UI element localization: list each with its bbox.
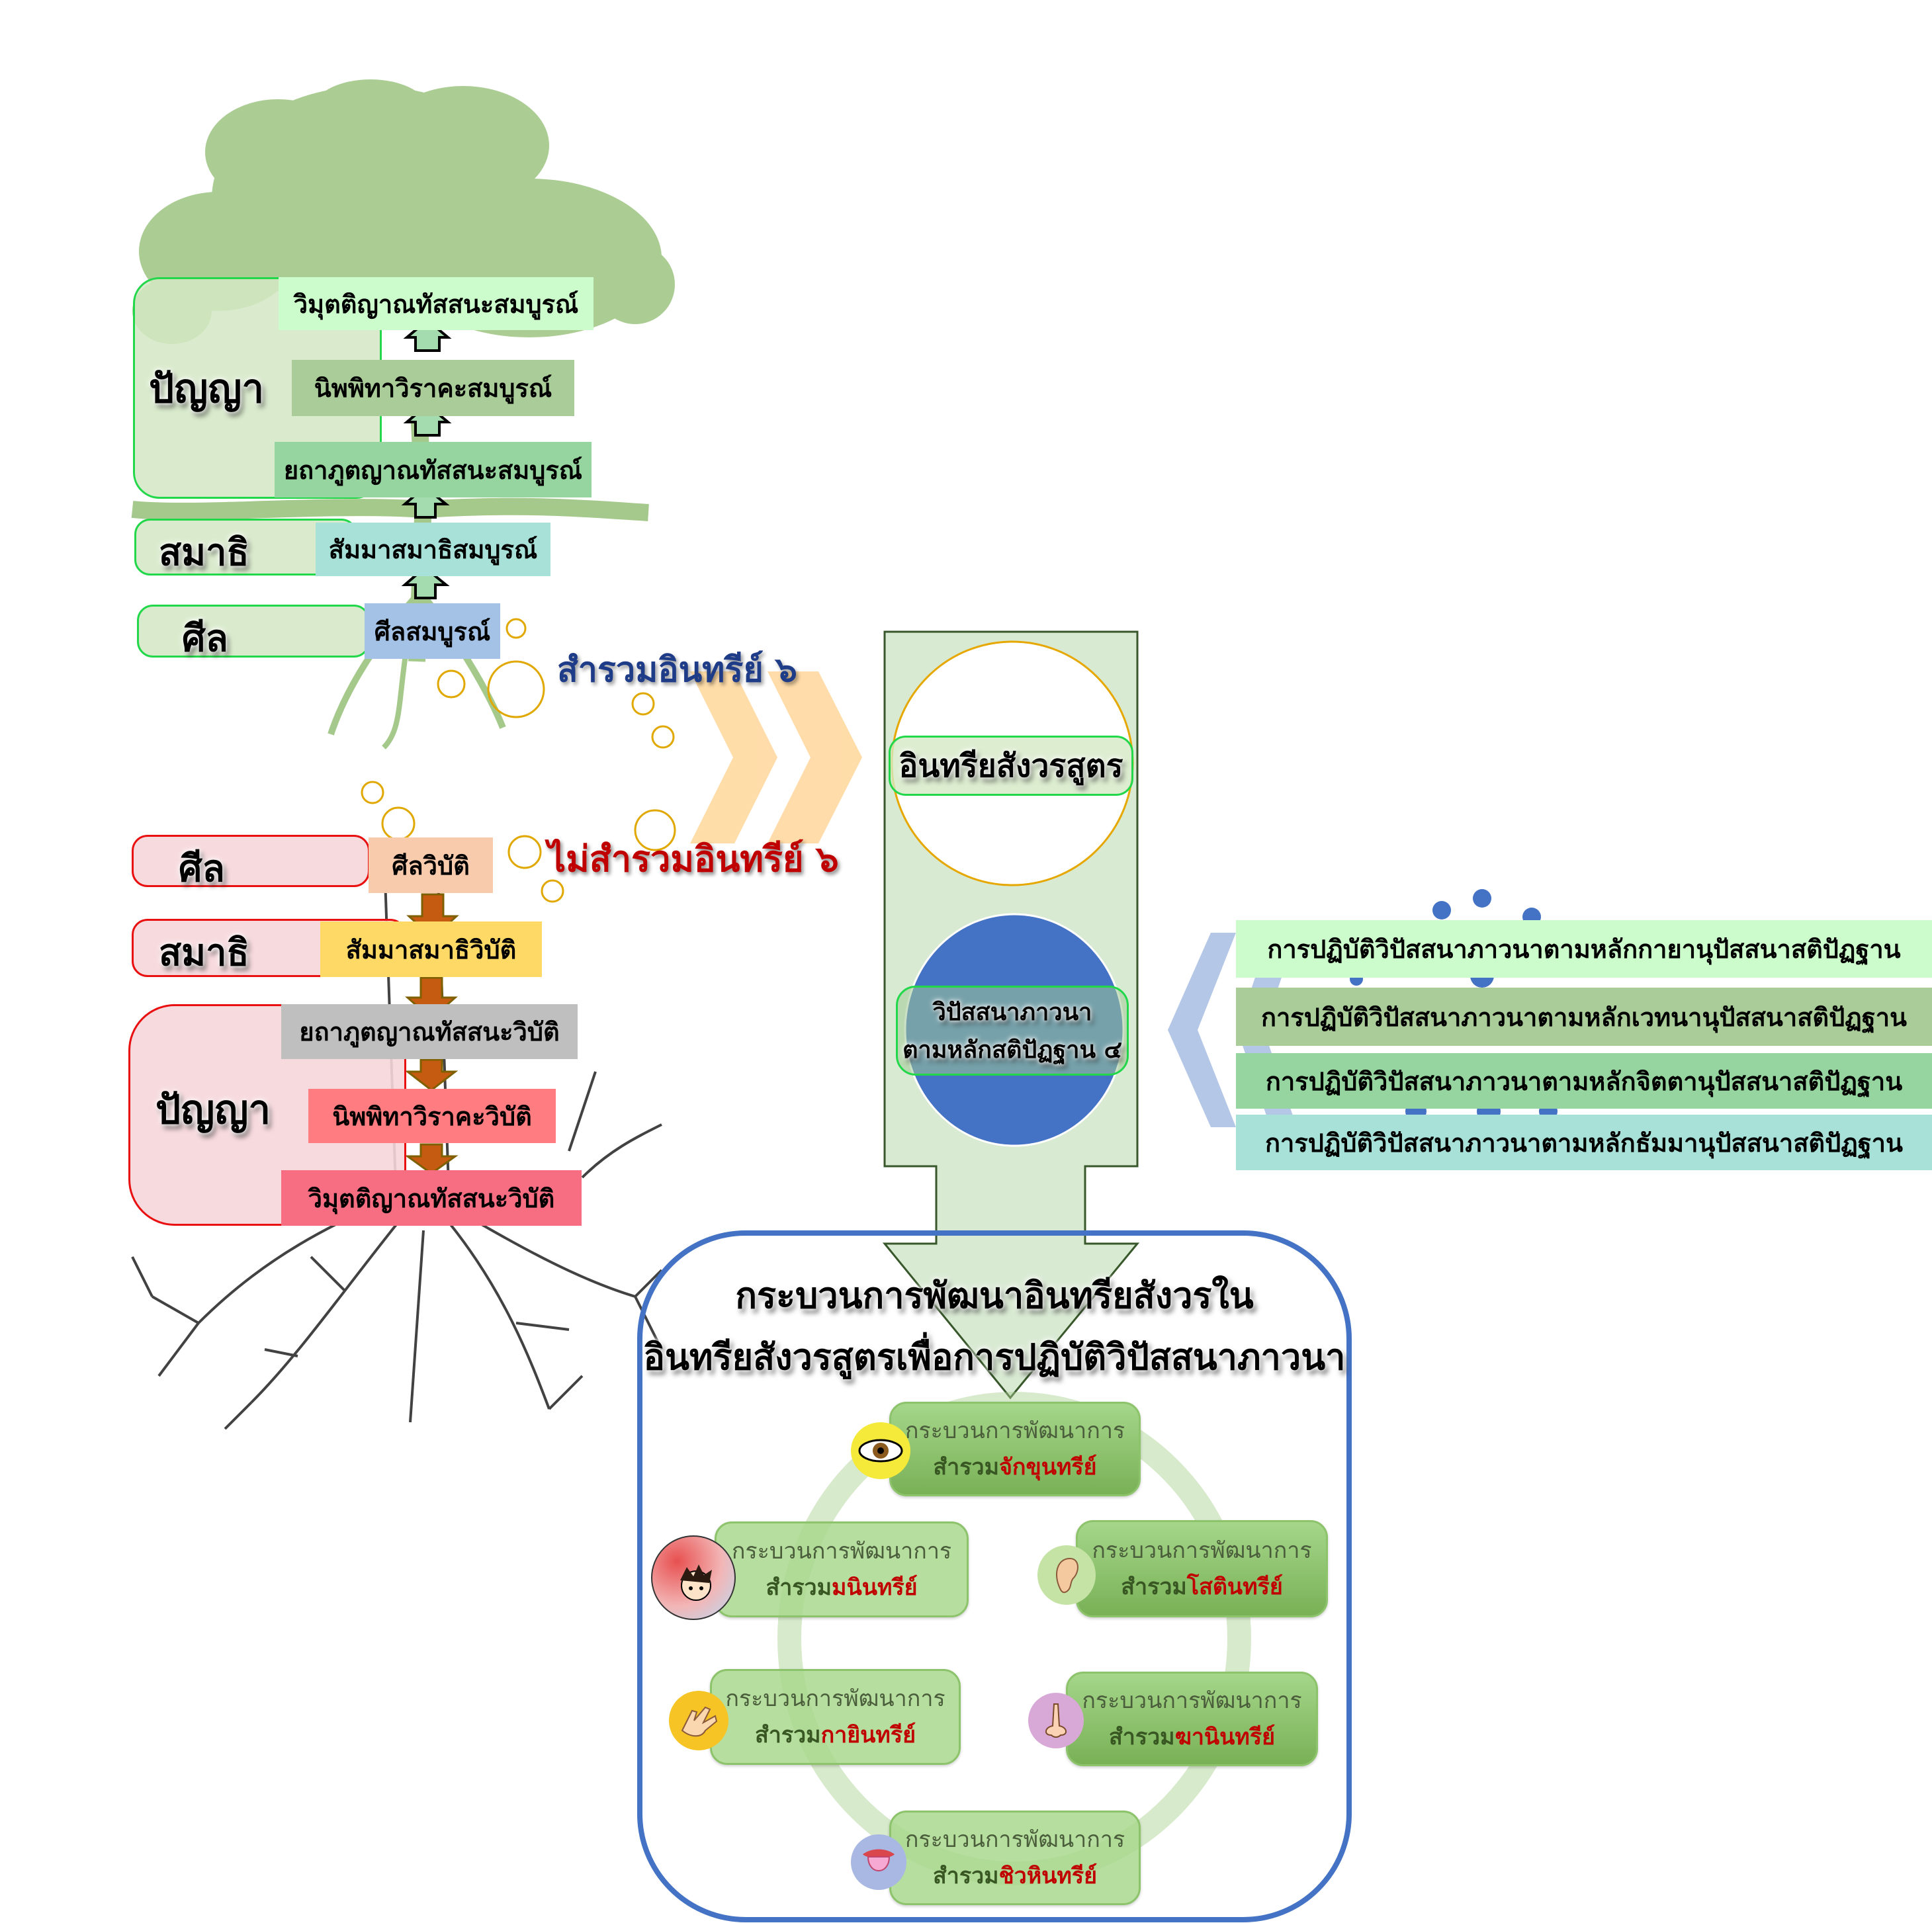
card-eye: กระบวนการพัฒนาการ สำรวมจักขุนทรีย์ [889,1402,1141,1496]
card-sense: โสตินทรีย์ [1186,1573,1283,1600]
card-sense: มนินทรีย์ [832,1574,918,1601]
sutta-label: อินทรียสังวรสูตร [889,736,1133,796]
process-title-line1: กระบวนการพัฒนาอินทรียสังวรใน [735,1275,1254,1316]
card-sense: ชิวหินทรีย์ [998,1862,1098,1889]
card-line1: กระบวนการพัฒนาการ [1092,1537,1312,1564]
sila-fail-panel [132,835,370,887]
panya-fail-label: ปัญญา [155,1087,271,1133]
sila-fail-box: ศีลวิบัติ [369,837,493,893]
tongue-icon [851,1834,906,1890]
card-prefix: สำรวม [1121,1573,1187,1600]
restrain-label: สำรวมอินทรีย์ ๖ [557,650,797,690]
card-nose: กระบวนการพัฒนาการ สำรวมฆานินทรีย์ [1066,1672,1318,1766]
card-line1: กระบวนการพัฒนาการ [904,1826,1125,1854]
practice-dhamma: การปฏิบัติวิปัสสนาภาวนาตามหลักธัมมานุปัส… [1236,1115,1932,1170]
card-line1: กระบวนการพัฒนาการ [731,1538,952,1565]
vipassana-label: วิปัสสนาภาวนา ตามหลักสติปัฏฐาน ๔ [896,986,1129,1076]
not-restrain-label: ไม่สำรวมอินทรีย์ ๖ [548,838,839,880]
eye-icon [851,1422,910,1479]
practice-vedana: การปฏิบัติวิปัสสนาภาวนาตามหลักเวทนานุปัส… [1236,988,1932,1046]
hand-icon [669,1691,728,1750]
card-line1: กระบวนการพัฒนาการ [725,1686,945,1713]
card-sense: กายินทรีย์ [820,1721,916,1748]
mind-icon [651,1535,736,1620]
samadhi-perfect-box: สัมมาสมาธิสมบูรณ์ [316,523,550,576]
nibbida-perfect-box: นิพพิทาวิราคะสมบูรณ์ [292,360,574,416]
card-tongue: กระบวนการพัฒนาการ สำรวมชิวหินทรีย์ [889,1811,1141,1905]
yathabhuta-fail-box: ยถาภูตญาณทัสสนะวิบัติ [281,1004,578,1059]
practice-kaya: การปฏิบัติวิปัสสนาภาวนาตามหลักกายานุปัสส… [1236,920,1932,978]
card-prefix: สำรวม [933,1453,999,1480]
card-prefix: สำรวม [932,1862,999,1889]
card-prefix: สำรวม [766,1574,832,1601]
vimutti-perfect-box: วิมุตติญาณทัสสนะสมบูรณ์ [279,277,593,330]
samadhi-label: สมาธิ [159,531,249,574]
card-prefix: สำรวม [754,1721,821,1748]
vipassana-line1: วิปัสสนาภาวนา [932,999,1092,1026]
sila-perfect-box: ศีลสมบูรณ์ [365,603,500,659]
card-sense: จักขุนทรีย์ [999,1453,1097,1480]
sila-label: ศีล [182,617,228,660]
process-frame [637,1230,1352,1922]
ear-icon [1037,1545,1096,1605]
yathabhuta-perfect-box: ยถาภูตญาณทัสสนะสมบูรณ์ [275,442,592,497]
nibbida-fail-box: นิพพิทาวิราคะวิบัติ [308,1089,556,1143]
card-line1: กระบวนการพัฒนาการ [1082,1688,1302,1715]
vipassana-line2: ตามหลักสติปัฏฐาน ๔ [902,1037,1122,1064]
sila-fail-label: ศีล [179,847,225,890]
card-sense: ฆานินทรีย์ [1174,1723,1275,1750]
process-title-line2: อินทรียสังวรสูตรเพื่อการปฏิบัติวิปัสสนาภ… [643,1336,1346,1378]
vimutti-fail-box: วิมุตติญาณทัสสนะวิบัติ [281,1170,582,1226]
card-mind: กระบวนการพัฒนาการ สำรวมมนินทรีย์ [715,1521,969,1617]
panya-label: ปัญญา [149,366,265,412]
bubbles [361,618,676,903]
card-ear: กระบวนการพัฒนาการ สำรวมโสตินทรีย์ [1076,1520,1328,1617]
chevron-right-icon [690,671,862,843]
card-prefix: สำรวม [1108,1723,1175,1750]
sila-panel [137,605,370,658]
card-line1: กระบวนการพัฒนาการ [904,1418,1125,1445]
samadhi-fail-box: สัมมาสมาธิวิบัติ [320,921,542,977]
card-body: กระบวนการพัฒนาการ สำรวมกายินทรีย์ [710,1669,961,1765]
practice-citta: การปฏิบัติวิปัสสนาภาวนาตามหลักจิตตานุปัส… [1236,1053,1932,1109]
samadhi-fail-label: สมาธิ [159,931,249,974]
nose-icon [1028,1693,1084,1748]
